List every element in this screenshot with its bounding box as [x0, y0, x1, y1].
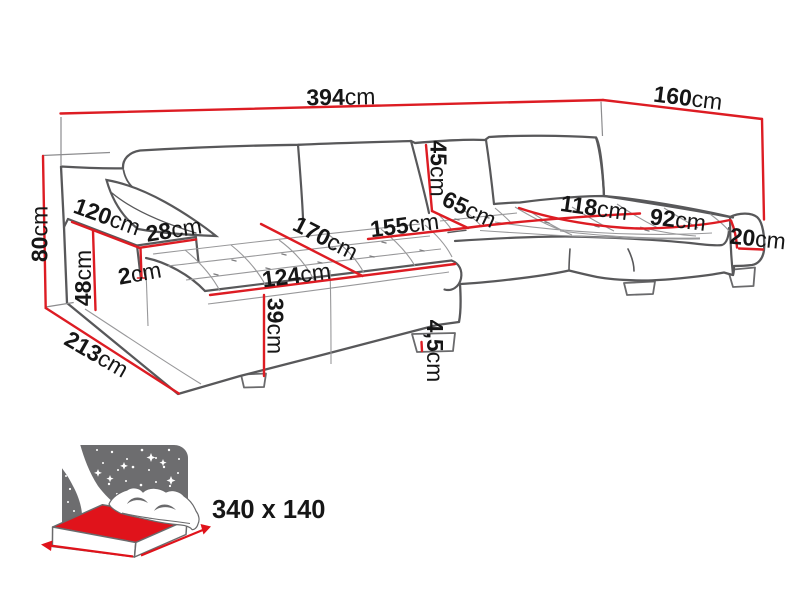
svg-text:28cm: 28cm [144, 212, 204, 246]
svg-text:155cm: 155cm [369, 208, 441, 242]
svg-text:160cm: 160cm [652, 81, 724, 115]
svg-text:2cm: 2cm [116, 257, 163, 290]
svg-text:20cm: 20cm [728, 223, 787, 255]
svg-text:80cm: 80cm [27, 206, 53, 262]
svg-text:39cm: 39cm [263, 298, 289, 354]
svg-text:340 x 140: 340 x 140 [212, 496, 325, 524]
svg-text:394cm: 394cm [306, 83, 375, 110]
svg-text:124cm: 124cm [261, 258, 333, 293]
svg-text:118cm: 118cm [559, 190, 630, 225]
svg-text:45cm: 45cm [426, 140, 452, 196]
svg-text:48cm: 48cm [70, 250, 96, 306]
svg-text:4,5cm: 4,5cm [422, 320, 448, 383]
svg-text:92cm: 92cm [648, 203, 707, 236]
